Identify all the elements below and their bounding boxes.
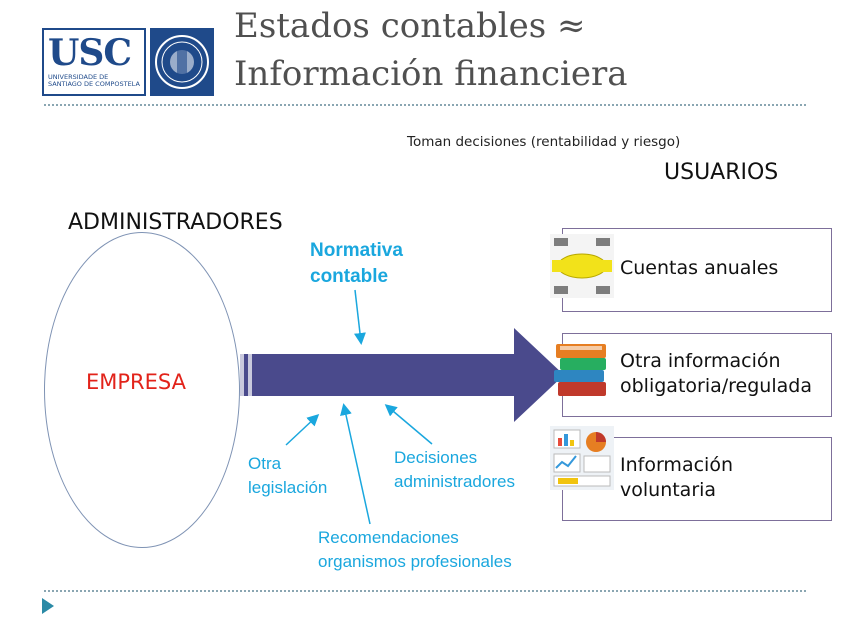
box2-line2: obligatoria/regulada bbox=[620, 375, 812, 397]
flow-arrow bbox=[240, 328, 564, 422]
box1-line1: Cuentas anuales bbox=[620, 257, 779, 279]
usc-logo: USC Universidade de Santiago de Composte… bbox=[42, 28, 214, 96]
books-icon bbox=[554, 344, 606, 396]
recomend-line2: organismos profesionales bbox=[318, 552, 512, 571]
flowchart-icon bbox=[550, 234, 614, 298]
usc-logo-letters: USC bbox=[48, 32, 132, 74]
usc-seal-icon bbox=[150, 28, 214, 96]
recomendaciones-label: Recomendaciones organismos profesionales bbox=[318, 526, 512, 574]
normativa-line1: Normativa bbox=[310, 240, 403, 261]
play-icon[interactable] bbox=[42, 598, 54, 614]
charts-icon bbox=[550, 426, 614, 490]
page-title-line2: Información financiera bbox=[234, 54, 628, 94]
otra-legislacion-label: Otra legislación bbox=[248, 452, 327, 500]
box2-line1: Otra información bbox=[620, 350, 781, 372]
empresa-label: EMPRESA bbox=[86, 370, 186, 394]
normativa-contable-label: Normativa contable bbox=[310, 238, 403, 290]
otra-leg-line2: legislación bbox=[248, 478, 328, 497]
informacion-voluntaria-label: Información voluntaria bbox=[620, 453, 733, 503]
empresa-ellipse bbox=[44, 232, 240, 548]
otra-leg-line1: Otra bbox=[248, 454, 282, 473]
administradores-label: ADMINISTRADORES bbox=[68, 210, 283, 235]
cuentas-anuales-label: Cuentas anuales bbox=[620, 256, 778, 281]
normativa-line2: contable bbox=[310, 266, 389, 287]
page-title-line1: Estados contables ≈ bbox=[234, 6, 586, 46]
usc-logo-wordmark: USC Universidade de Santiago de Composte… bbox=[42, 28, 146, 96]
box3-line1: Información bbox=[620, 454, 733, 476]
usuarios-label: USUARIOS bbox=[664, 160, 779, 185]
otra-informacion-label: Otra información obligatoria/regulada bbox=[620, 349, 812, 399]
top-divider bbox=[44, 104, 806, 106]
decisiones-line1: Decisiones bbox=[394, 448, 478, 467]
usuarios-note: Toman decisiones (rentabilidad y riesgo) bbox=[407, 134, 681, 150]
box-otra-informacion bbox=[562, 333, 832, 417]
decisiones-administradores-label: Decisiones administradores bbox=[394, 446, 515, 494]
usc-logo-subtitle: Universidade de Santiago de Compostela bbox=[48, 73, 140, 88]
bottom-divider bbox=[44, 590, 806, 592]
recomend-line1: Recomendaciones bbox=[318, 528, 459, 547]
decisiones-line2: administradores bbox=[394, 472, 515, 491]
box3-line2: voluntaria bbox=[620, 479, 717, 501]
